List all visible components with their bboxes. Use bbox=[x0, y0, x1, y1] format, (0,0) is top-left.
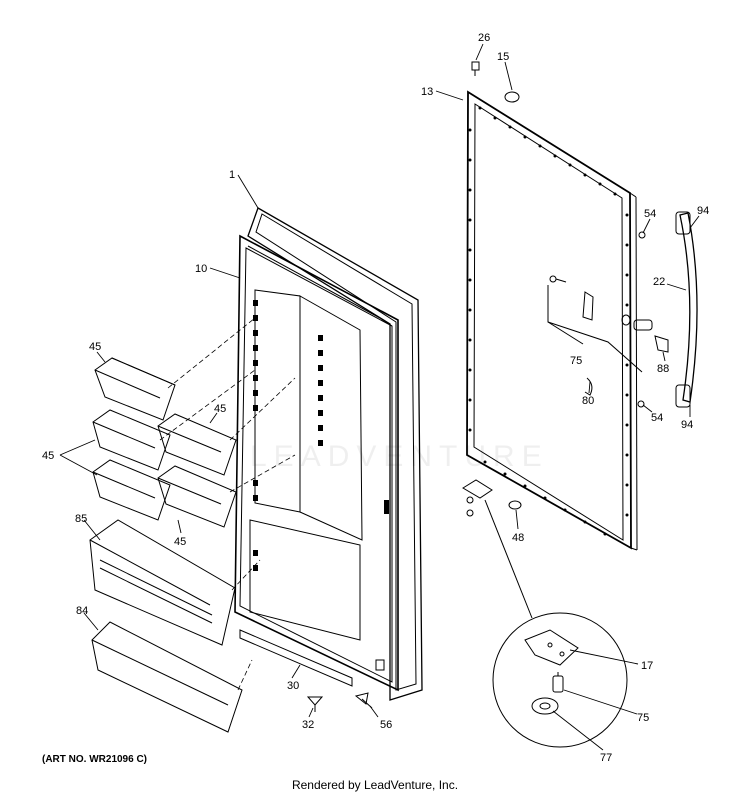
latch-assembly bbox=[549, 231, 669, 408]
callout-85: 85 bbox=[75, 513, 87, 525]
door-bin-84 bbox=[91, 621, 243, 733]
detail-leader bbox=[484, 499, 533, 619]
callout-1: 1 bbox=[229, 169, 235, 181]
callout-75-detail: 75 bbox=[637, 712, 649, 724]
callout-45-top: 45 bbox=[89, 341, 101, 353]
door-gasket bbox=[247, 207, 423, 701]
hinge-pin-part-26 bbox=[471, 61, 480, 76]
callout-84: 84 bbox=[76, 605, 88, 617]
door-bin-45-mid-right bbox=[157, 413, 237, 476]
door-handle bbox=[675, 211, 698, 408]
art-number: (ART NO. WR21096 C) bbox=[42, 754, 148, 765]
leader-lines bbox=[59, 43, 700, 751]
callout-56: 56 bbox=[380, 719, 392, 731]
callout-32: 32 bbox=[302, 719, 314, 731]
callout-17: 17 bbox=[641, 660, 653, 672]
outer-door-panel bbox=[466, 90, 638, 551]
bottom-hinge bbox=[462, 479, 522, 517]
detail-circle bbox=[492, 612, 628, 748]
door-bin-45-lower-left bbox=[92, 459, 171, 521]
callout-10: 10 bbox=[195, 263, 207, 275]
door-bin-45-lower-right bbox=[157, 465, 237, 528]
callout-80: 80 bbox=[582, 395, 594, 407]
projection-lines bbox=[159, 317, 296, 691]
callout-94-top: 94 bbox=[697, 205, 709, 217]
callout-26: 26 bbox=[478, 32, 490, 44]
callout-13: 13 bbox=[421, 86, 433, 98]
callout-94-bottom: 94 bbox=[681, 419, 693, 431]
part-75-indicator bbox=[547, 285, 643, 373]
callout-88: 88 bbox=[657, 363, 669, 375]
callout-45-right: 45 bbox=[214, 403, 226, 415]
door-bin-85 bbox=[89, 519, 236, 646]
plug-part-15 bbox=[504, 91, 520, 103]
screw-part-32 bbox=[306, 696, 324, 712]
inner-door-liner bbox=[234, 234, 399, 692]
hinge-detail bbox=[524, 629, 579, 715]
screw-part-56 bbox=[354, 692, 373, 709]
door-bin-45-mid-left bbox=[92, 409, 171, 471]
callout-45-left: 45 bbox=[42, 450, 54, 462]
callout-48: 48 bbox=[512, 532, 524, 544]
callout-45-lower: 45 bbox=[174, 536, 186, 548]
callout-77: 77 bbox=[600, 752, 612, 764]
callout-22: 22 bbox=[653, 276, 665, 288]
door-bin-45-top bbox=[94, 357, 176, 421]
callout-54-top: 54 bbox=[644, 208, 656, 220]
callout-75-latch: 75 bbox=[570, 355, 582, 367]
trim-strip bbox=[239, 629, 353, 687]
callout-54-bottom: 54 bbox=[651, 412, 663, 424]
callout-30: 30 bbox=[287, 680, 299, 692]
callout-15: 15 bbox=[497, 51, 509, 63]
footer-credit: Rendered by LeadVenture, Inc. bbox=[291, 778, 459, 792]
